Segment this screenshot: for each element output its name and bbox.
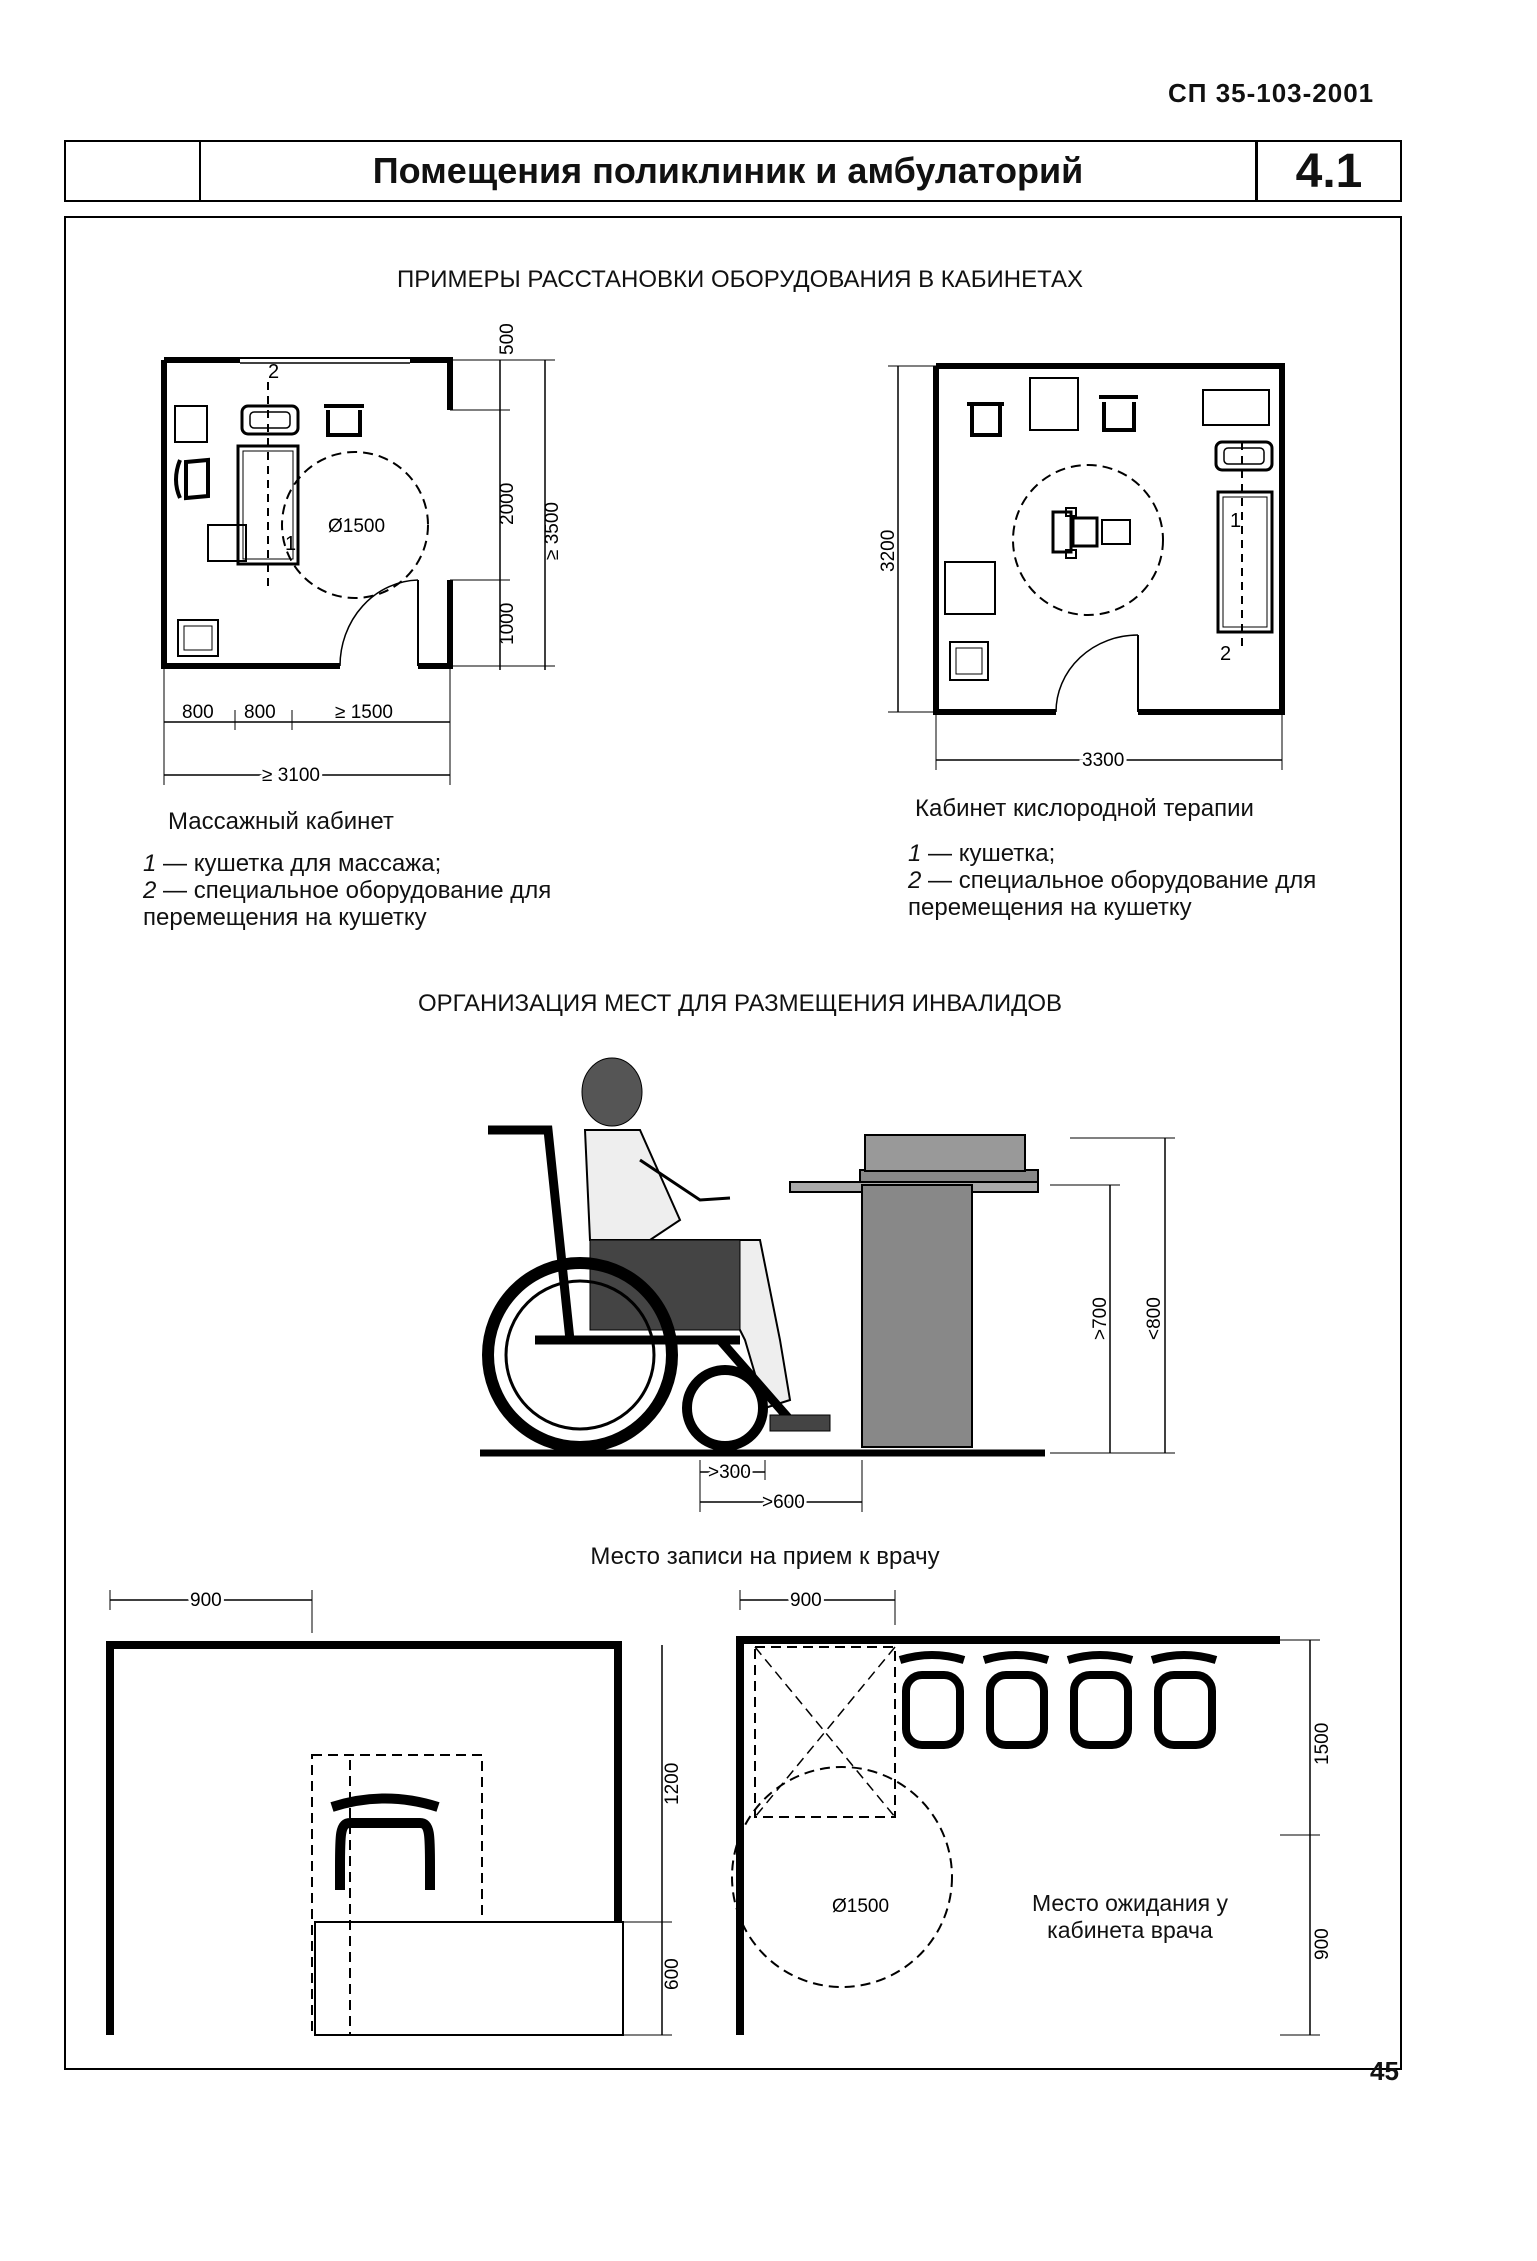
waiting-area-plan: 900 Ø1500 1500 900: [731, 1587, 1333, 2036]
dim-width: 3300: [1082, 750, 1124, 770]
dim-top: 500: [497, 323, 518, 355]
dim-total-height: ≥ 3500: [542, 502, 563, 560]
dim-h2: <800: [1144, 1297, 1165, 1340]
dim-total-width: ≥ 3100: [262, 765, 320, 786]
oxygen-room-title: Кабинет кислородной терапии: [915, 795, 1254, 822]
document-code: СП 35-103-2001: [1168, 78, 1375, 108]
dim-h1: >700: [1090, 1297, 1111, 1340]
legend-item: 2 — специальное оборудование для перемещ…: [908, 867, 1317, 921]
dim-h1: 1200: [662, 1763, 683, 1805]
circle-diameter: Ø1500: [832, 1896, 889, 1917]
massage-room-plan: 2 1 Ø1500 500 2000 1000 ≥ 3500 800 800 ≥…: [161, 323, 563, 789]
reception-desk-drawing: >700 <800 >300 >600: [480, 1057, 1175, 1516]
dim-h2: 600: [662, 1958, 683, 1990]
dim-h2: 900: [1312, 1928, 1333, 1960]
title-bar: Помещения поликлиник и амбулаторий 4.1: [64, 140, 1402, 202]
dim-height: 3200: [878, 530, 899, 572]
dim-d1: >300: [708, 1462, 751, 1483]
workspace-plan: 900 1200 600: [106, 1587, 683, 2036]
content-frame: [64, 216, 1402, 2070]
circle-diameter: Ø1500: [328, 516, 385, 537]
massage-legend: 1 — кушетка для массажа; 2 — специальное…: [143, 850, 573, 931]
dim-mid: 2000: [497, 483, 518, 525]
section-heading-equipment: ПРИМЕРЫ РАССТАНОВКИ ОБОРУДОВАНИЯ В КАБИН…: [396, 266, 1084, 293]
dim-bot: 1000: [497, 603, 518, 645]
label-2: 2: [1220, 643, 1231, 665]
oxygen-room-plan: 1 2 3200 3300: [878, 363, 1285, 770]
section-heading-disabled: ОРГАНИЗАЦИЯ МЕСТ ДЛЯ РАЗМЕЩЕНИЯ ИНВАЛИДО…: [417, 990, 1062, 1017]
reception-caption: Место записи на прием к врачу: [590, 1543, 940, 1570]
label-1: 1: [1230, 510, 1241, 532]
sheet-title: Помещения поликлиник и амбулаторий: [372, 150, 1084, 191]
dim-w2: 800: [244, 702, 276, 723]
dim-w1: 800: [182, 702, 214, 723]
legend-item: 1 — кушетка;: [908, 840, 1056, 867]
title-divider-right: [1255, 142, 1258, 200]
sheet-number: 4.1: [1295, 145, 1363, 198]
legend-item: 1 — кушетка для массажа;: [143, 850, 442, 877]
legend-item: 2 — специальное оборудование для перемещ…: [143, 877, 552, 931]
waiting-area-label: Место ожидания у кабинета врача: [1031, 1890, 1229, 1943]
label-1: 1: [285, 533, 296, 555]
dim-width: 900: [790, 1590, 822, 1611]
title-divider-left: [199, 142, 201, 200]
label-2: 2: [268, 361, 279, 383]
page-number: 45: [1370, 2056, 1399, 2086]
oxygen-legend: 1 — кушетка; 2 — специальное оборудовани…: [908, 840, 1338, 921]
massage-room-title: Массажный кабинет: [168, 808, 394, 835]
dim-d2: >600: [762, 1492, 805, 1513]
dim-w3: ≥ 1500: [335, 702, 393, 723]
dim-h1: 1500: [1312, 1723, 1333, 1765]
dim-width: 900: [190, 1590, 222, 1611]
